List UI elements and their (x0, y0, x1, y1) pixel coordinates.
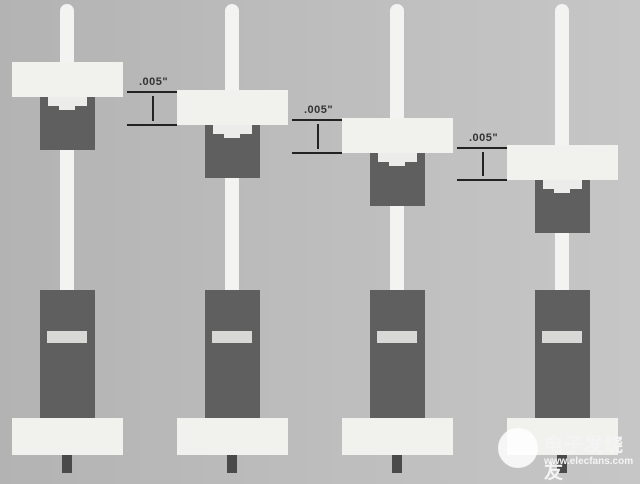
dimension-label: .005" (469, 132, 499, 144)
dimension-label: .005" (304, 104, 334, 116)
lower-block-slot (212, 331, 252, 343)
lower-plate (177, 418, 288, 455)
bottom-stub (227, 455, 237, 473)
watermark-url: www.elecfans.com (544, 456, 634, 467)
lower-block-slot (377, 331, 417, 343)
bottom-stub (62, 455, 72, 473)
dimension-label: .005" (139, 76, 169, 88)
watermark: 电子发烧友 www.elecfans.com (498, 420, 638, 483)
upper-plate (507, 145, 618, 180)
dimension-line-bottom (292, 152, 342, 154)
dimension-line-top (127, 91, 177, 93)
lower-block (205, 290, 260, 418)
bottom-stub (392, 455, 402, 473)
upper-block-notch-center (389, 153, 405, 166)
upper-plate (342, 118, 453, 153)
upper-block-notch-center (59, 97, 75, 110)
upper-plate (177, 90, 288, 125)
lower-block (370, 290, 425, 418)
lower-block-slot (542, 331, 582, 343)
dimension-arrow-icon (152, 96, 154, 121)
upper-plate (12, 62, 123, 97)
dimension-line-top (457, 147, 507, 149)
upper-block-notch-center (554, 180, 570, 193)
dimension-line-top (292, 119, 342, 121)
dimension-line-bottom (127, 124, 177, 126)
lower-block (40, 290, 95, 418)
lower-block-slot (47, 331, 87, 343)
dimension-arrow-icon (482, 152, 484, 176)
lower-plate (12, 418, 123, 455)
bottom-stub (557, 455, 567, 473)
lower-block (535, 290, 590, 418)
dimension-line-bottom (457, 179, 507, 181)
watermark-logo-icon (498, 428, 538, 468)
upper-block-notch-center (224, 125, 240, 138)
lower-plate (342, 418, 453, 455)
dimension-arrow-icon (317, 124, 319, 149)
watermark-title: 电子发烧友 (544, 435, 625, 483)
